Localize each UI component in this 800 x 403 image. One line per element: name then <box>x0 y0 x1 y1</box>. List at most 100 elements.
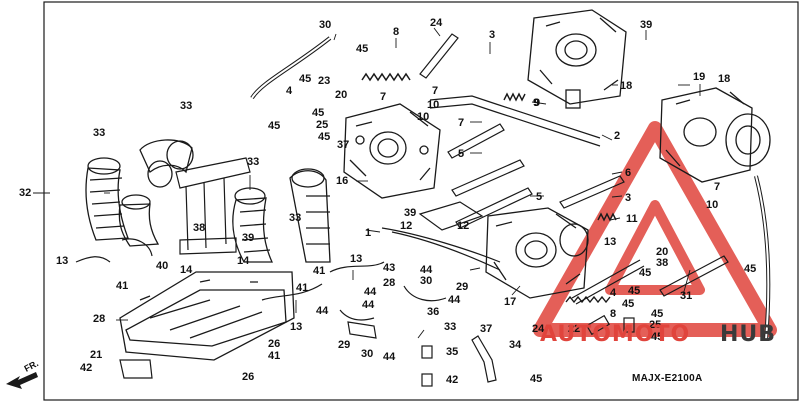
callout: 26 <box>268 338 281 350</box>
callout: 35 <box>446 346 459 358</box>
callout: 44 <box>448 294 461 306</box>
callout: 22 <box>568 323 581 335</box>
callout: 45 <box>268 120 281 132</box>
callout: 13 <box>350 253 363 265</box>
watermark-text-red: AUTOMOTO <box>540 322 691 347</box>
diagram-frame <box>43 1 799 401</box>
callout: 13 <box>604 236 617 248</box>
callout: 12 <box>457 220 470 232</box>
callout: 38 <box>193 222 206 234</box>
air-box-base <box>119 271 295 361</box>
callout: 21 <box>90 349 103 361</box>
callout: 14 <box>237 255 250 267</box>
callout: 8 <box>610 308 617 320</box>
callout: 17 <box>504 296 517 308</box>
callout: 37 <box>480 323 493 335</box>
callout: 44 <box>364 286 377 298</box>
callout: 45 <box>744 263 757 275</box>
diagram-code: MAJX-E2100A <box>632 373 703 384</box>
callout: 33 <box>93 127 106 139</box>
spring-8 <box>361 72 411 82</box>
callout: 10 <box>417 111 430 123</box>
callout: 18 <box>718 73 731 85</box>
callout: 7 <box>432 85 439 97</box>
callout: 34 <box>509 339 522 351</box>
callout: 45 <box>318 131 331 143</box>
callout: 33 <box>289 212 302 224</box>
callout: 10 <box>706 199 719 211</box>
callout: 41 <box>313 265 326 277</box>
callout: 28 <box>383 277 396 289</box>
callout: 10 <box>427 99 440 111</box>
callout: 9 <box>533 97 540 109</box>
hoses-and-clips <box>75 227 501 321</box>
callout: 9 <box>534 97 541 109</box>
carburetor-16 <box>343 103 441 199</box>
callout: 13 <box>56 255 69 267</box>
carburetor-19 <box>659 87 771 183</box>
callout: 26 <box>242 371 255 383</box>
callout: 39 <box>640 19 653 31</box>
air-intake-ducts <box>85 139 331 263</box>
callout: 16 <box>336 175 349 187</box>
callout: 11 <box>626 213 638 225</box>
callout: 18 <box>620 80 633 92</box>
callout: 41 <box>296 282 309 294</box>
carburetor-17 <box>485 207 589 299</box>
callout: 40 <box>156 260 169 272</box>
callout: 6 <box>625 167 632 179</box>
leader-lines <box>33 27 701 339</box>
callout: 44 <box>362 299 375 311</box>
callout: 25 <box>316 119 329 131</box>
callout: 7 <box>458 117 465 129</box>
callout: 44 <box>420 264 433 276</box>
callout: 33 <box>444 321 457 333</box>
callout: 45 <box>628 285 641 297</box>
callout: 19 <box>693 71 706 83</box>
callout: 23 <box>318 75 331 87</box>
callout: 20 <box>656 246 669 258</box>
front-arrow-icon <box>6 372 38 389</box>
callout: 12 <box>400 220 413 232</box>
callout: 39 <box>242 232 255 244</box>
callout: 45 <box>639 267 652 279</box>
callout: 38 <box>656 257 669 269</box>
small-fittings <box>119 314 635 387</box>
callout: 3 <box>489 29 496 41</box>
plate-12 <box>418 201 484 231</box>
callout: 45 <box>312 107 325 119</box>
callout: 45 <box>651 331 664 343</box>
callout: 30 <box>420 275 433 287</box>
callout: 7 <box>380 91 387 103</box>
rod-24-top <box>419 33 459 79</box>
callout: 45 <box>622 298 635 310</box>
stay-brackets <box>175 157 251 255</box>
callout: 5 <box>536 191 543 203</box>
callout: 41 <box>268 350 281 362</box>
callout: 33 <box>180 100 193 112</box>
callout: 44 <box>383 351 396 363</box>
callout: 5 <box>458 148 465 160</box>
callout: 24 <box>430 17 443 29</box>
callout: 31 <box>680 290 693 302</box>
callout: 42 <box>80 362 93 374</box>
watermark-triangle <box>533 121 777 337</box>
callout: 45 <box>299 73 312 85</box>
callout: 29 <box>456 281 469 293</box>
callout: 8 <box>393 26 400 38</box>
callout: 25 <box>649 319 662 331</box>
callout: 14 <box>180 264 193 276</box>
callout: 41 <box>116 280 129 292</box>
callout: 4 <box>610 287 617 299</box>
callout: 2 <box>614 130 621 142</box>
callout: 42 <box>446 374 459 386</box>
callout: 36 <box>427 306 440 318</box>
callout: 45 <box>651 308 664 320</box>
callout: 7 <box>714 181 721 193</box>
callout: 29 <box>338 339 351 351</box>
callout: 1 <box>365 227 372 239</box>
springs <box>503 92 617 304</box>
callout: 45 <box>356 43 369 55</box>
callout: 3 <box>625 192 632 204</box>
